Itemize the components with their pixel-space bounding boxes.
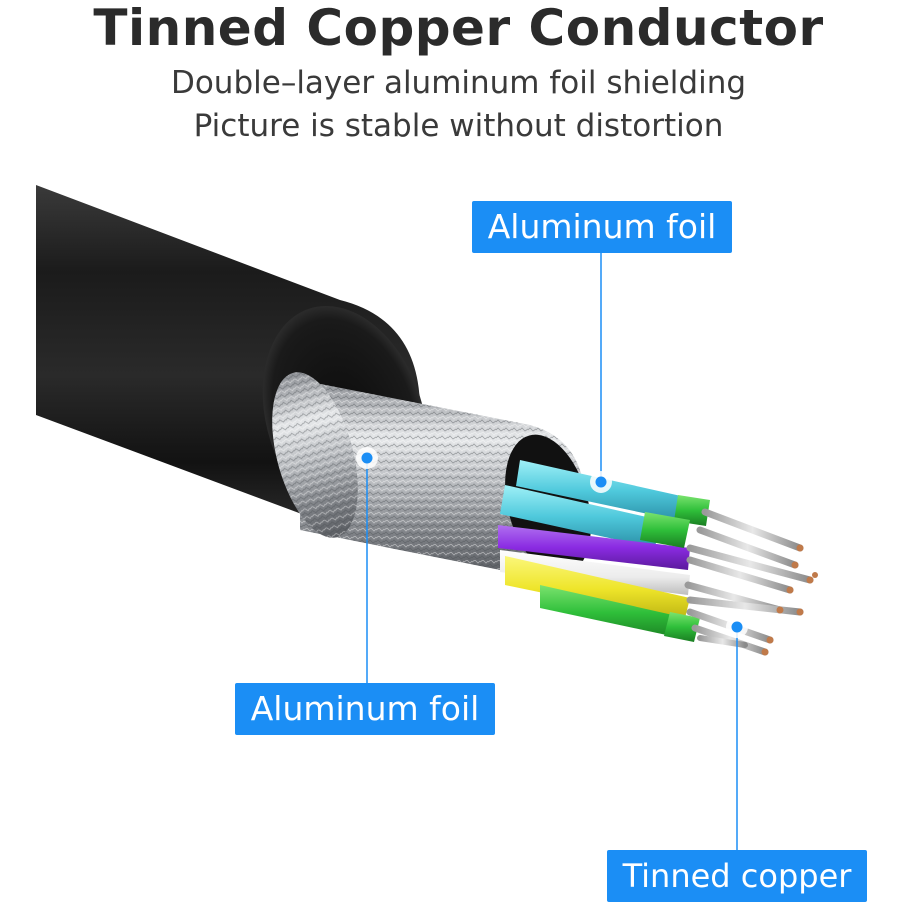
subtitle-line-2: Picture is stable without distortion	[193, 108, 724, 144]
callout-dot-left	[356, 447, 378, 469]
callout-label-tinned-copper: Tinned copper	[607, 850, 867, 902]
callout-label-aluminum-foil-top: Aluminum foil	[472, 201, 732, 253]
callout-dot-top	[590, 471, 612, 493]
inner-wires	[498, 460, 710, 642]
page-title: Tinned Copper Conductor	[93, 0, 824, 57]
copper-strands	[684, 508, 818, 656]
callout-label-aluminum-foil-left: Aluminum foil	[235, 683, 495, 735]
subtitle-line-1: Double–layer aluminum foil shielding	[170, 65, 747, 101]
callout-dot-bottom	[726, 616, 748, 638]
